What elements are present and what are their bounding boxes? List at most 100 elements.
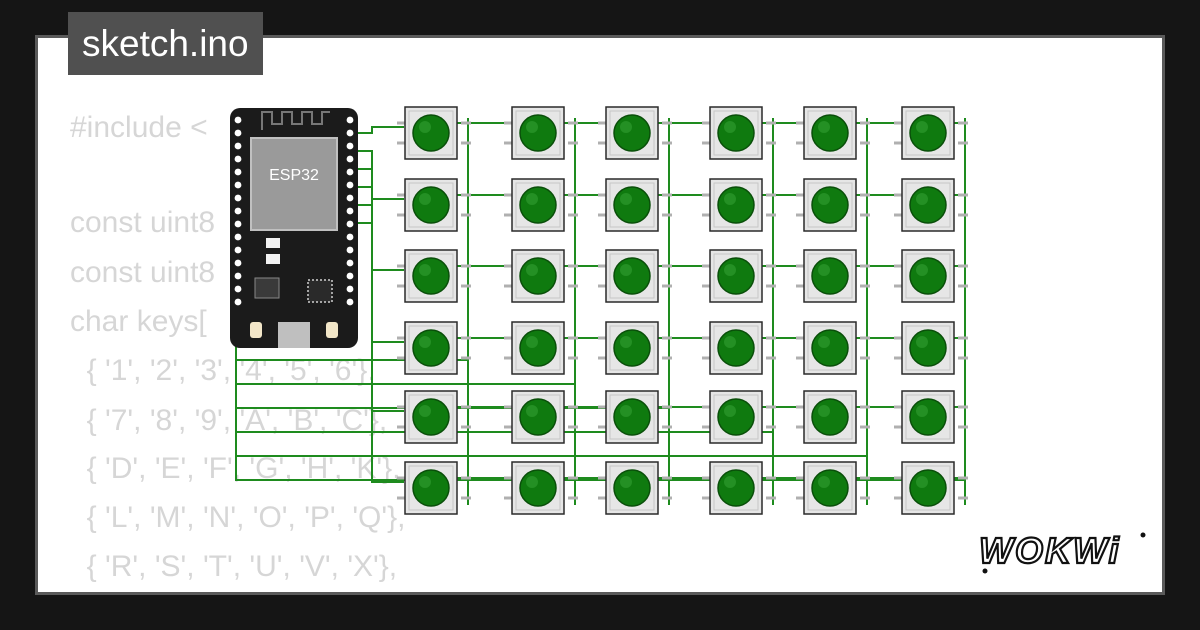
- pin-header: [234, 129, 242, 137]
- smd-component: [266, 238, 280, 248]
- esp32-board: ESP32: [230, 108, 358, 348]
- button-cap: [519, 257, 557, 295]
- pin-header: [346, 194, 354, 202]
- button-pin: [598, 496, 608, 500]
- code-line: const uint8: [70, 206, 216, 239]
- push-button: [598, 249, 672, 303]
- row-lead-wire: [358, 204, 404, 412]
- button-pin: [461, 264, 471, 268]
- button-inner: [515, 182, 561, 228]
- button-pin: [504, 213, 514, 217]
- code-line: { 'L', 'M', 'N', 'O', 'P', 'Q'},: [70, 501, 406, 534]
- button-pin: [598, 336, 608, 340]
- button-cap: [613, 329, 651, 367]
- button-pin: [504, 496, 514, 500]
- button-pin: [894, 213, 904, 217]
- button-pin: [461, 476, 471, 480]
- button-inner: [807, 253, 853, 299]
- button-pin: [860, 476, 870, 480]
- button-inner: [713, 110, 759, 156]
- button-pin: [461, 193, 471, 197]
- button-cap-highlight: [916, 336, 928, 348]
- button-cap-highlight: [818, 121, 830, 133]
- code-line: const uint8: [70, 256, 216, 289]
- push-button: [796, 106, 870, 160]
- push-button: [796, 390, 870, 444]
- button-cap: [613, 114, 651, 152]
- button-pin: [461, 496, 471, 500]
- pin-header: [346, 129, 354, 137]
- button-cap-highlight: [818, 193, 830, 205]
- pin-header: [234, 272, 242, 280]
- push-button: [702, 461, 776, 515]
- push-button: [397, 178, 471, 232]
- button-pin: [504, 356, 514, 360]
- button-cap-highlight: [526, 193, 538, 205]
- button-inner: [713, 325, 759, 371]
- logo-dot: [1140, 532, 1146, 538]
- button-cap: [811, 469, 849, 507]
- logo-dot: [982, 568, 988, 574]
- button-cap: [613, 398, 651, 436]
- button-pin: [860, 121, 870, 125]
- push-button: [397, 249, 471, 303]
- push-button: [598, 390, 672, 444]
- button-pin: [504, 284, 514, 288]
- button-cap: [412, 186, 450, 224]
- button-pin: [461, 336, 471, 340]
- button-pin: [958, 141, 968, 145]
- button-pin: [894, 121, 904, 125]
- button-pin: [766, 121, 776, 125]
- button-cap-highlight: [526, 264, 538, 276]
- led: [250, 322, 262, 338]
- button-inner: [807, 110, 853, 156]
- button-cap-highlight: [724, 405, 736, 417]
- pin-header: [234, 207, 242, 215]
- row-lead-wire: [358, 168, 404, 271]
- push-button: [397, 106, 471, 160]
- push-button: [702, 178, 776, 232]
- button-inner: [609, 182, 655, 228]
- button-pin: [662, 405, 672, 409]
- button-pin: [397, 264, 407, 268]
- button-pin: [598, 213, 608, 217]
- code-line: { 'R', 'S', 'T', 'U', 'V', 'X'},: [70, 550, 398, 583]
- button-cap-highlight: [724, 476, 736, 488]
- push-button: [504, 178, 578, 232]
- button-pin: [894, 264, 904, 268]
- button-inner: [408, 325, 454, 371]
- button-pin: [796, 213, 806, 217]
- button-inner: [515, 110, 561, 156]
- button-pin: [860, 405, 870, 409]
- pin-header: [234, 181, 242, 189]
- push-button: [796, 249, 870, 303]
- button-pin: [461, 213, 471, 217]
- code-line: char keys[: [70, 305, 207, 338]
- button-pin: [958, 193, 968, 197]
- button-cap: [412, 114, 450, 152]
- button-pin: [796, 264, 806, 268]
- pin-header: [234, 298, 242, 306]
- push-button: [894, 461, 968, 515]
- push-button: [894, 321, 968, 375]
- button-pin: [702, 476, 712, 480]
- button-pin: [766, 336, 776, 340]
- button-cap: [412, 398, 450, 436]
- button-pin: [860, 336, 870, 340]
- pin-header: [346, 155, 354, 163]
- button-cap: [909, 329, 947, 367]
- button-pin: [860, 141, 870, 145]
- button-cap: [717, 257, 755, 295]
- button-pin: [860, 496, 870, 500]
- button-pin: [662, 356, 672, 360]
- push-button: [702, 249, 776, 303]
- button-cap: [717, 469, 755, 507]
- pin-header: [234, 233, 242, 241]
- button-cap-highlight: [419, 336, 431, 348]
- button-pin: [662, 213, 672, 217]
- button-pin: [461, 405, 471, 409]
- button-pin: [461, 141, 471, 145]
- button-pin: [796, 284, 806, 288]
- button-inner: [408, 110, 454, 156]
- button-pin: [702, 213, 712, 217]
